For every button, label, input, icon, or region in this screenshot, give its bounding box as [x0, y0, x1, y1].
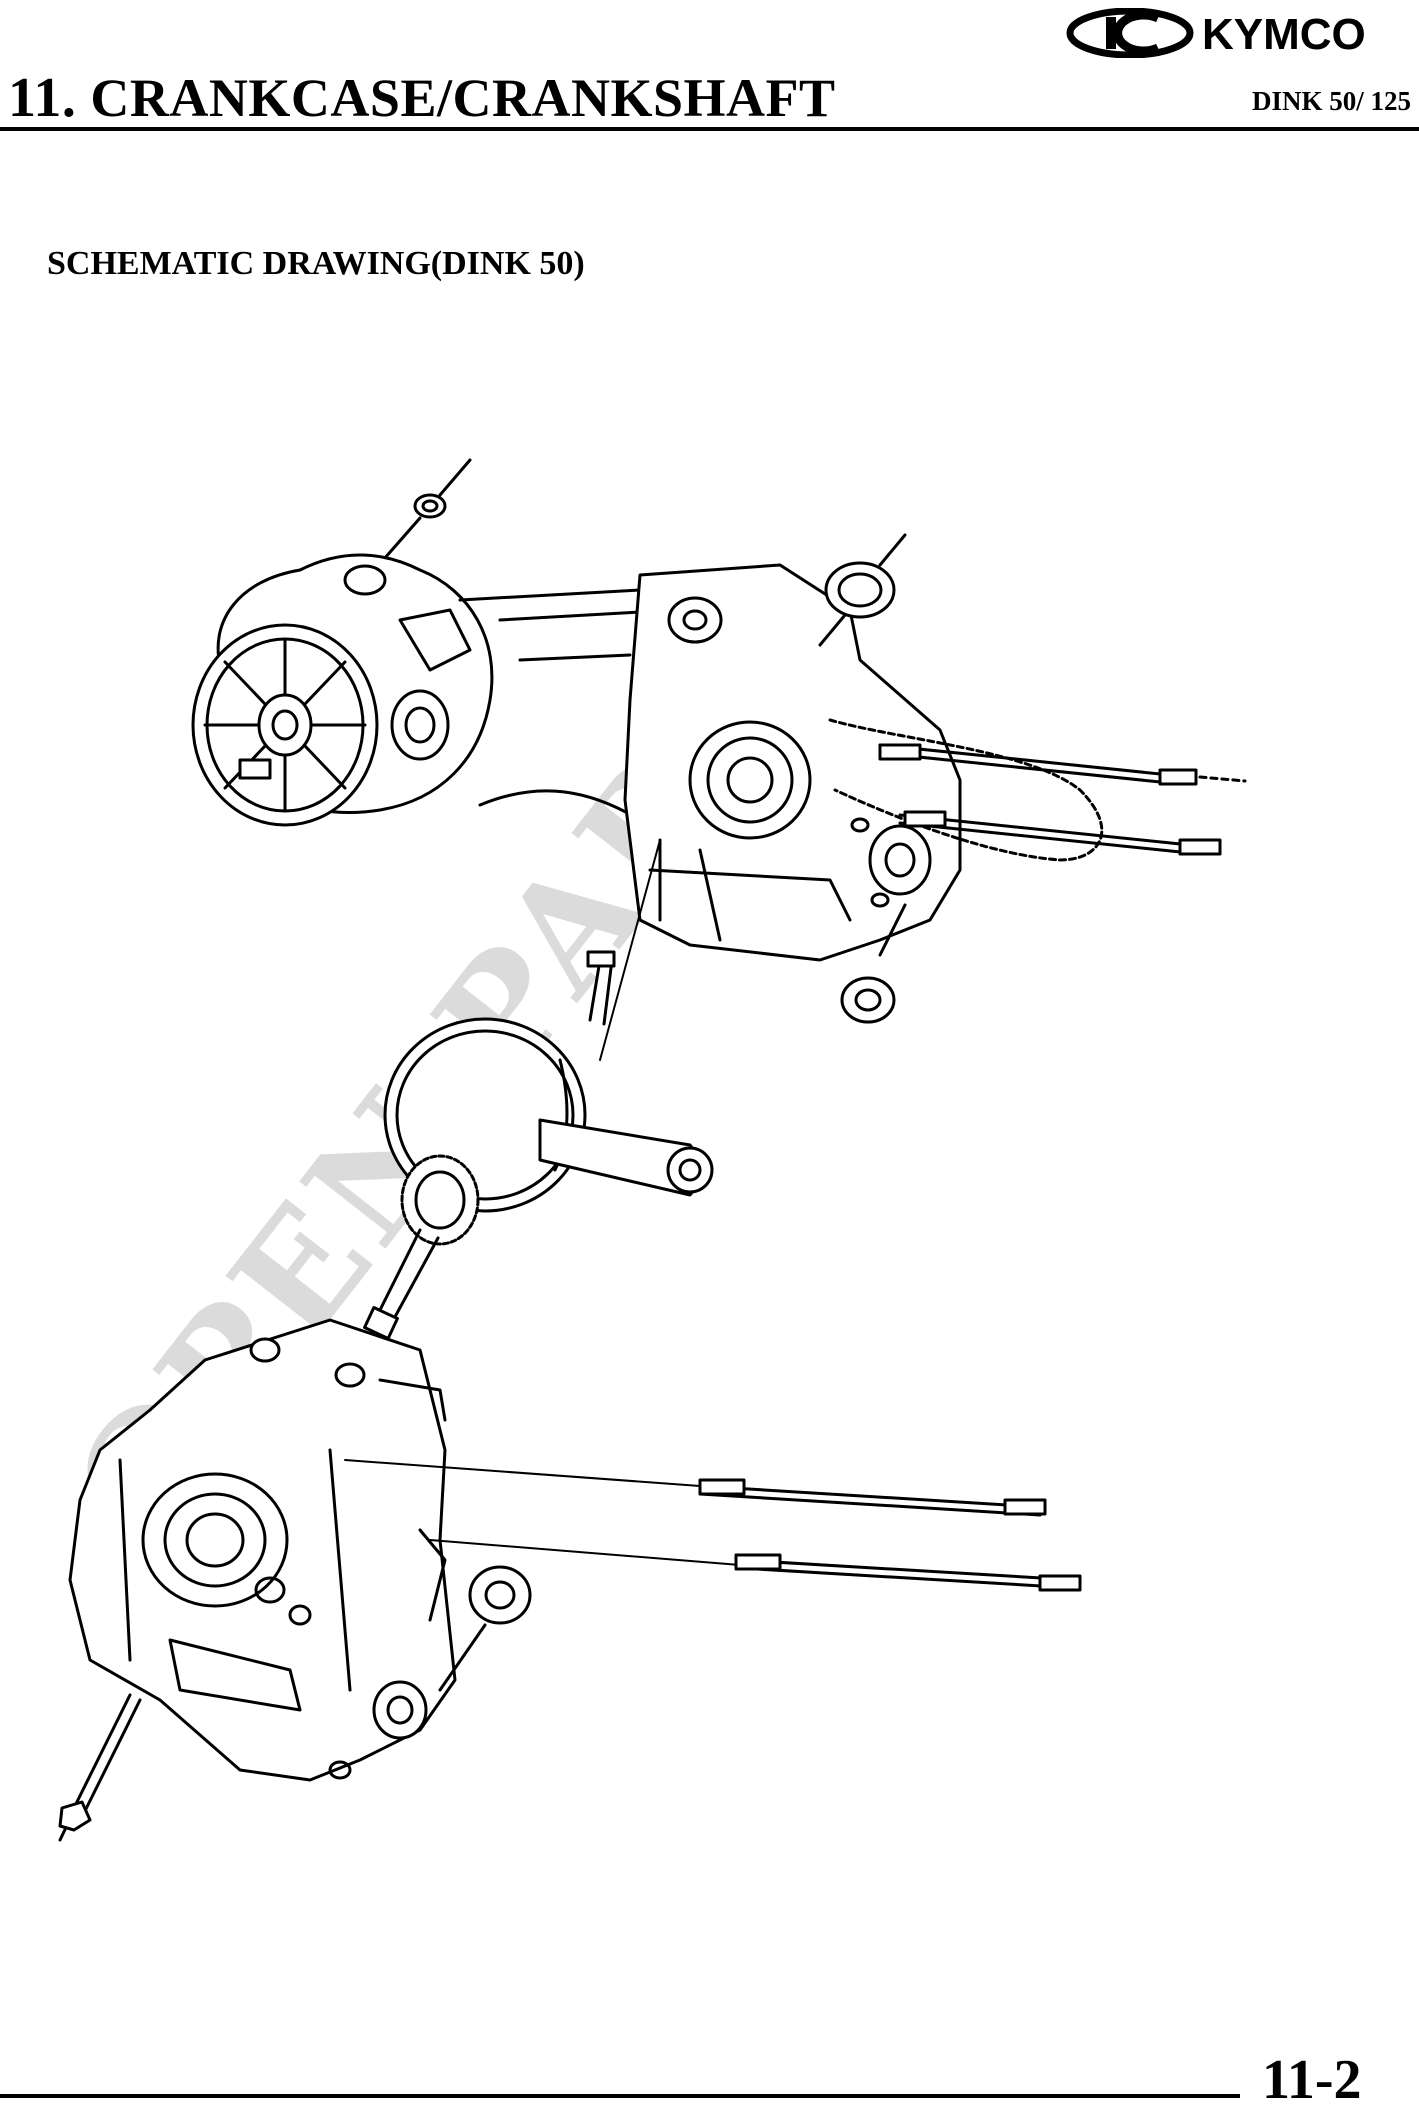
- right-crankcase-half: [58, 1318, 1082, 1842]
- kymco-emblem-icon: [1066, 8, 1194, 58]
- upper-studs: [878, 743, 1247, 856]
- page-number: 11-2: [1262, 2049, 1362, 2111]
- brand-name: KYMCO: [1202, 10, 1366, 58]
- crankshaft: [363, 839, 714, 1340]
- chapter-title: CRANKCASE/CRANKSHAFT: [90, 68, 836, 128]
- footer-rule: [0, 2094, 1240, 2098]
- kymco-logo: KYMCO: [1066, 8, 1416, 58]
- model-label: DINK 50/ 125: [1251, 86, 1411, 116]
- chapter-heading: 11. CRANKCASE/CRANKSHAFT: [8, 68, 836, 128]
- left-crankcase-half: [191, 458, 1247, 1024]
- header-rule: [0, 127, 1419, 131]
- chapter-number: 11.: [8, 67, 77, 129]
- section-title: SCHEMATIC DRAWING(DINK 50): [47, 245, 585, 282]
- schematic-drawing: OPEN-PARTS: [0, 400, 1419, 1870]
